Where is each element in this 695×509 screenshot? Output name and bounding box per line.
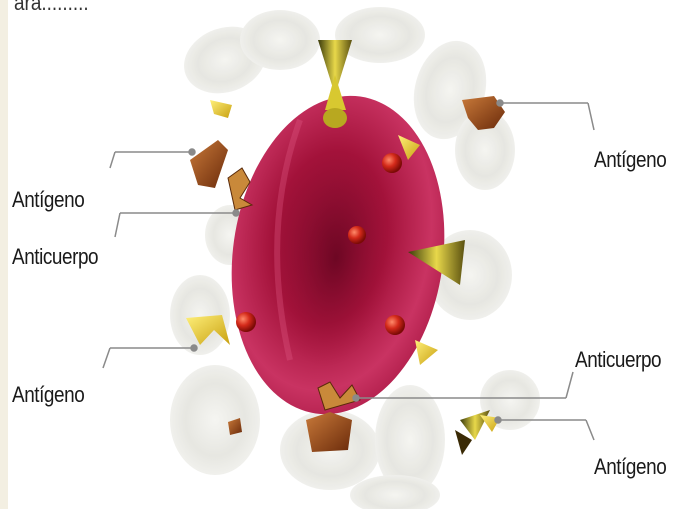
red-sphere-antigen [236,312,256,332]
cone-antigen [455,430,472,455]
background-cell [335,7,425,63]
yellow-antigen [210,100,232,118]
yellow-antigen [415,340,438,365]
label-antigen-right-bottom: Antígeno [594,456,666,478]
red-sphere-antigen [385,315,405,335]
brown-antigen [190,140,228,188]
label-antigen-left-top: Antígeno [12,189,84,211]
label-antibody-right: Anticuerpo [575,349,661,371]
red-sphere-antigen [348,226,366,244]
label-antigen-right-top: Antígeno [594,149,666,171]
cone-antigen [460,410,490,440]
red-sphere-antigen [382,153,402,173]
background-cell [170,365,260,475]
background-cell [240,10,320,70]
cone-antigen [325,75,346,110]
label-antigen-left-bottom: Antígeno [12,384,84,406]
brown-antigen [306,412,352,452]
label-antibody-left: Anticuerpo [12,246,98,268]
